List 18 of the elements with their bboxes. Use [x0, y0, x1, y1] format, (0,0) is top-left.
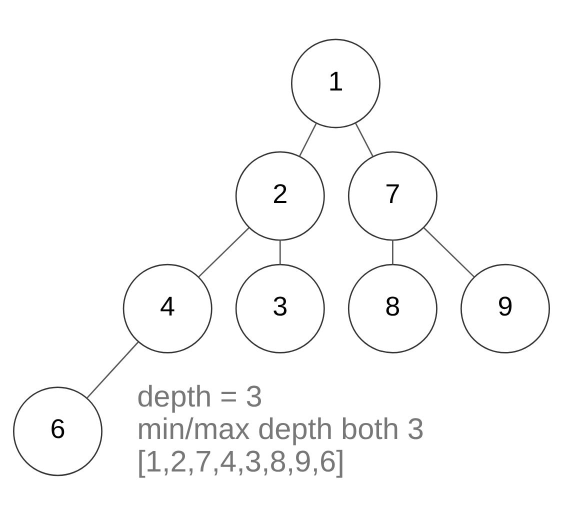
node-circle: 1: [291, 38, 380, 128]
node-circle: 8: [348, 263, 438, 353]
node-circle: 2: [235, 150, 325, 240]
connector: [198, 227, 250, 277]
connector: [355, 122, 374, 156]
label: [1,2,7,4,3,8,9,6]: [137, 444, 344, 478]
node-circle: 4: [122, 263, 212, 353]
connector: [86, 341, 139, 398]
connector: [392, 240, 394, 264]
node-circle: 9: [460, 263, 550, 353]
node-circle: 7: [348, 150, 438, 240]
connector: [424, 227, 475, 277]
node-circle: 3: [235, 263, 325, 353]
connector: [279, 240, 281, 264]
label: depth = 3: [137, 380, 262, 413]
label: min/max depth both 3: [137, 412, 424, 446]
connector: [299, 122, 317, 156]
node-circle: 6: [13, 386, 102, 476]
